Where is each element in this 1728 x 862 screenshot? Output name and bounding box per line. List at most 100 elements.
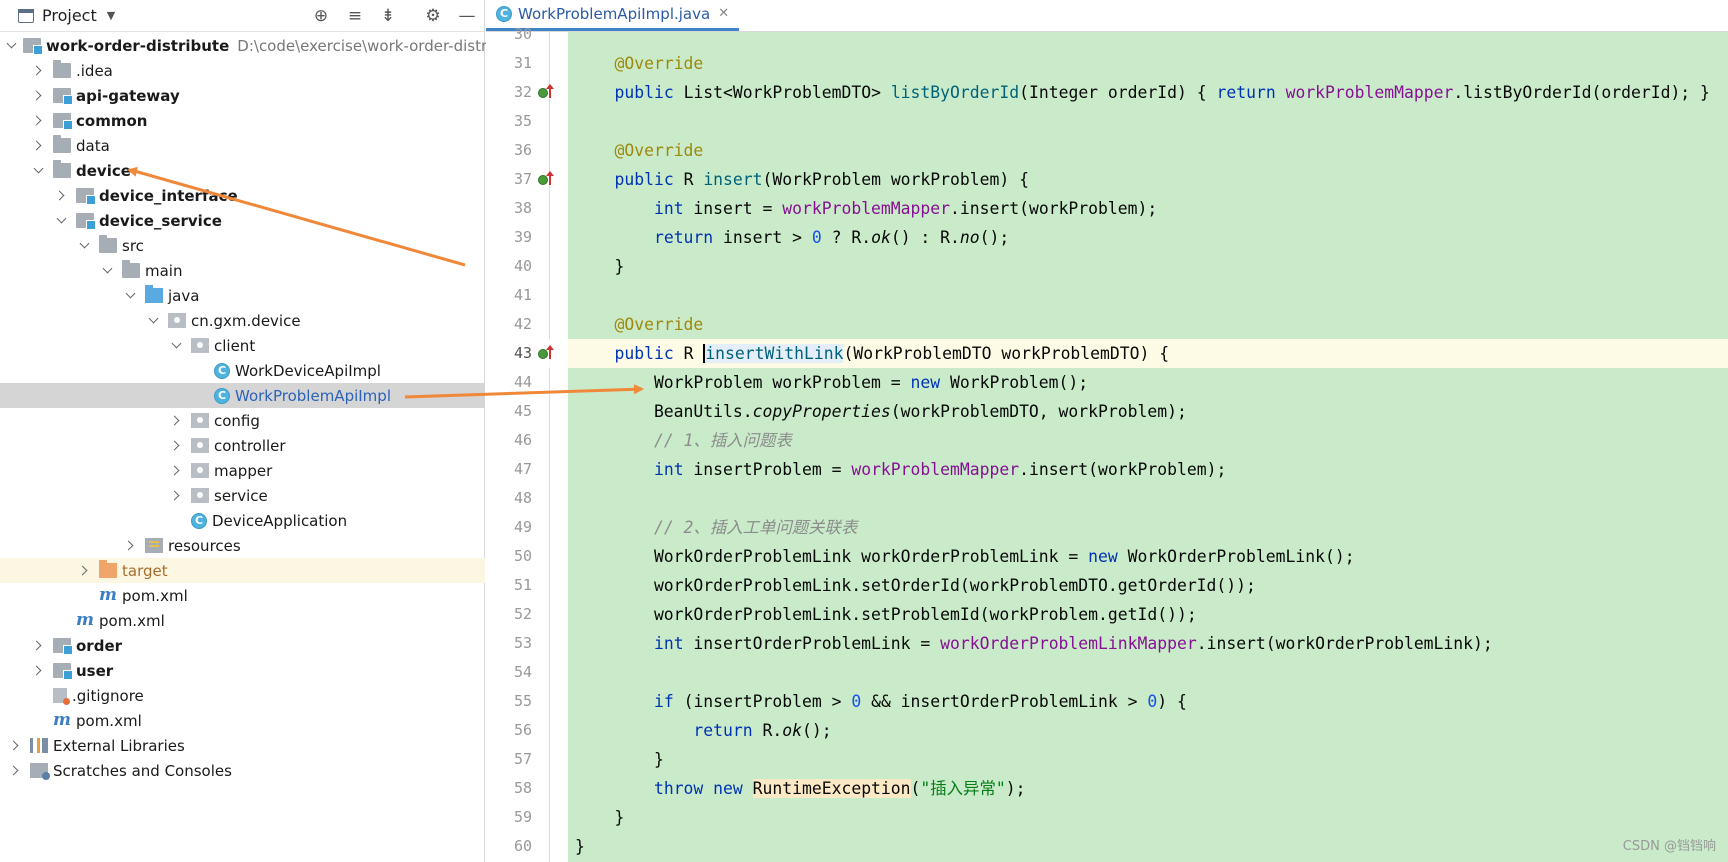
chevron-right-icon[interactable] (31, 64, 45, 78)
code-line[interactable]: WorkProblem workProblem = new WorkProble… (575, 373, 1089, 392)
chevron-down-icon[interactable] (123, 289, 137, 303)
maven-icon: m (76, 610, 94, 630)
code-line[interactable]: throw new RuntimeException("插入异常"); (653, 779, 1026, 798)
code-line[interactable] (549, 281, 1728, 310)
tree-item-config[interactable]: config (0, 408, 485, 433)
code-line[interactable] (549, 20, 1728, 49)
tree-item-cn-gxm-device[interactable]: cn.gxm.device (0, 308, 485, 333)
tree-item-common[interactable]: common (0, 108, 485, 133)
code-line[interactable]: BeanUtils.copyProperties(workProblemDTO,… (575, 402, 1187, 421)
chevron-right-icon[interactable] (8, 764, 22, 778)
chevron-down-icon[interactable] (8, 39, 15, 53)
tree-item-order[interactable]: order (0, 633, 485, 658)
expand-all-icon[interactable]: ≡ (347, 6, 363, 26)
tree-item-device[interactable]: device (0, 158, 485, 183)
implements-marker-icon[interactable] (538, 171, 554, 187)
tree-item-device-interface[interactable]: device_interface (0, 183, 485, 208)
chevron-right-icon[interactable] (31, 89, 45, 103)
code-line[interactable]: public R insert(WorkProblem workProblem)… (614, 170, 1029, 189)
tree-item-user[interactable]: user (0, 658, 485, 683)
chevron-right-icon[interactable] (31, 639, 45, 653)
chevron-right-icon[interactable] (77, 564, 91, 578)
tree-item-mapper[interactable]: mapper (0, 458, 485, 483)
implements-marker-icon[interactable] (538, 84, 554, 100)
code-line[interactable]: } (575, 750, 664, 769)
tree-item-main[interactable]: main (0, 258, 485, 283)
code-line[interactable] (549, 484, 1728, 513)
code-line[interactable]: workOrderProblemLink.setOrderId(workProb… (575, 576, 1256, 595)
code-line[interactable]: // 1、插入问题表 (653, 431, 792, 450)
code-line[interactable]: return insert > 0 ? R.ok() : R.no(); (653, 228, 1010, 247)
chevron-right-icon[interactable] (169, 489, 183, 503)
tree-item-label: order (76, 636, 123, 655)
code-line[interactable]: public List<WorkProblemDTO> listByOrderI… (614, 83, 1710, 102)
code-line[interactable]: } (575, 257, 625, 276)
chevron-down-icon[interactable] (169, 339, 183, 353)
chevron-right-icon[interactable] (31, 664, 45, 678)
code-line[interactable]: int insertOrderProblemLink = workOrderPr… (653, 634, 1493, 653)
res-icon (145, 538, 163, 553)
code-line[interactable]: if (insertProblem > 0 && insertOrderProb… (653, 692, 1187, 711)
code-line[interactable]: @Override (614, 315, 704, 334)
code-line[interactable]: // 2、插入工单问题关联表 (653, 518, 858, 537)
tree-item-service[interactable]: service (0, 483, 485, 508)
gear-icon[interactable]: ⚙ (425, 6, 441, 26)
tree-item-src[interactable]: src (0, 233, 485, 258)
tree-item-java[interactable]: java (0, 283, 485, 308)
chevron-right-icon[interactable] (169, 439, 183, 453)
code-line[interactable]: public R insertWithLink(WorkProblemDTO w… (549, 339, 1728, 368)
tree-item-controller[interactable]: controller (0, 433, 485, 458)
chevron-right-icon[interactable] (31, 139, 45, 153)
tree-item-data[interactable]: data (0, 133, 485, 158)
chevron-right-icon[interactable] (31, 114, 45, 128)
tree-item-scratches-and-consoles[interactable]: Scratches and Consoles (0, 758, 485, 783)
chevron-down-icon[interactable] (31, 164, 45, 178)
code-line[interactable]: @Override (614, 54, 704, 73)
code-area[interactable]: @Override public List<WorkProblemDTO> li… (549, 32, 1728, 862)
code-line[interactable]: return R.ok(); (693, 721, 832, 740)
collapse-all-icon[interactable]: ⇟ (380, 6, 396, 26)
chevron-down-icon[interactable] (77, 239, 91, 253)
tree-item-idea[interactable]: .idea (0, 58, 485, 83)
implements-marker-icon[interactable] (538, 345, 554, 361)
tree-item-external-libraries[interactable]: External Libraries (0, 733, 485, 758)
line-number: 52 (513, 605, 532, 623)
tab-workproblemapiimpl[interactable]: C WorkProblemApiImpl.java ✕ (486, 0, 740, 31)
tree-item-device-service[interactable]: device_service (0, 208, 485, 233)
code-line[interactable]: int insertProblem = workProblemMapper.in… (653, 460, 1227, 479)
code-line[interactable]: } (575, 837, 585, 856)
chevron-right-icon[interactable] (8, 739, 22, 753)
chevron-down-icon[interactable] (54, 214, 68, 228)
chevron-right-icon[interactable] (169, 414, 183, 428)
chevron-down-icon[interactable]: ▼ (106, 9, 116, 22)
tree-item-api-gateway[interactable]: api-gateway (0, 83, 485, 108)
code-line[interactable]: int insert = workProblemMapper.insert(wo… (653, 199, 1158, 218)
code-line[interactable] (549, 658, 1728, 687)
close-icon[interactable]: ✕ (718, 6, 730, 21)
code-line[interactable]: } (575, 808, 625, 827)
line-number: 46 (513, 431, 532, 449)
tree-item-resources[interactable]: resources (0, 533, 485, 558)
locate-icon[interactable]: ⊕ (313, 6, 329, 26)
code-line[interactable] (549, 107, 1728, 136)
chevron-right-icon[interactable] (169, 464, 183, 478)
tree-item-target[interactable]: target (0, 558, 485, 583)
code-line[interactable]: workOrderProblemLink.setProblemId(workPr… (575, 605, 1197, 624)
code-line[interactable]: WorkOrderProblemLink workOrderProblemLin… (575, 547, 1355, 566)
tree-item-gitignore[interactable]: .gitignore (0, 683, 485, 708)
chevron-down-icon[interactable] (100, 264, 114, 278)
tree-item-client[interactable]: client (0, 333, 485, 358)
code-line[interactable]: @Override (614, 141, 704, 160)
project-title[interactable]: Project (42, 6, 97, 25)
chevron-right-icon[interactable] (123, 539, 137, 553)
chevron-down-icon[interactable] (146, 314, 160, 328)
chevron-right-icon[interactable] (54, 189, 68, 203)
minimize-icon[interactable]: — (458, 6, 476, 26)
